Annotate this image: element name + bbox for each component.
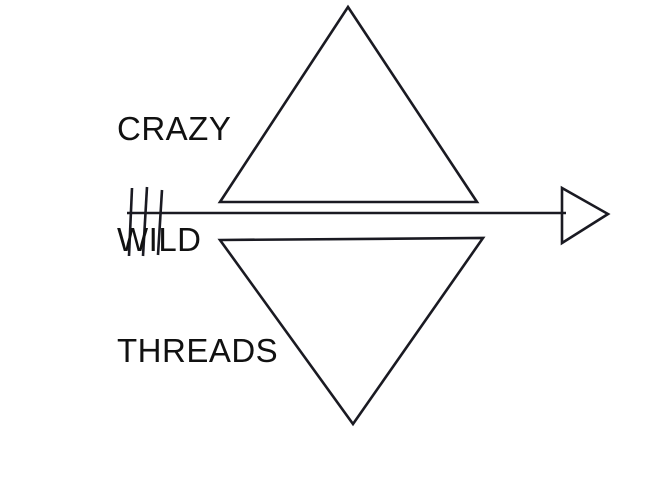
label-line-3: THREADS (117, 332, 279, 369)
label-line-2: WILD (117, 221, 202, 258)
upward-triangle (217, 4, 480, 204)
fletching-marks (127, 186, 164, 257)
downward-triangle (217, 236, 486, 427)
fletching-mark-3 (156, 189, 164, 256)
label-line-1: CRAZY (117, 110, 232, 147)
crazy-wild-threads-label: CRAZY WILD THREADS (117, 36, 278, 443)
arrow-head (560, 185, 611, 246)
fletching-mark-2 (141, 186, 149, 257)
fletching-mark-1 (127, 187, 134, 257)
